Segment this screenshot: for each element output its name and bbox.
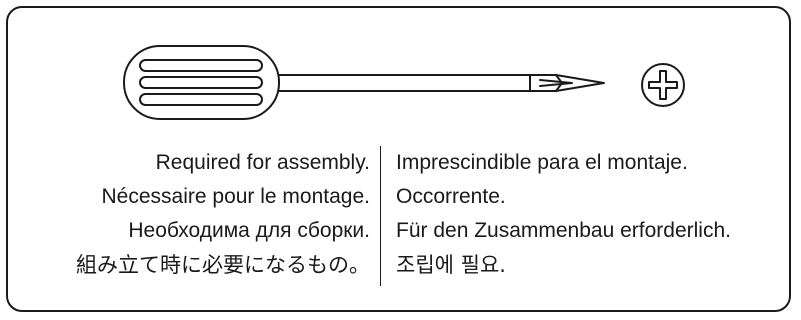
column-divider xyxy=(380,146,381,286)
notice-korean: 조립에 필요. xyxy=(396,253,506,277)
notice-french: Nécessaire pour le montage. xyxy=(101,185,370,208)
phillips-cross-symbol-icon xyxy=(641,63,685,107)
notice-right-column: Imprescindible para el montaje. Occorren… xyxy=(396,146,731,282)
phillips-screwdriver-icon xyxy=(123,45,605,120)
notice-japanese: 組み立て時に必要になるもの。 xyxy=(76,253,370,277)
notice-italian: Occorrente. xyxy=(396,185,506,208)
notice-russian: Необходима для сборки. xyxy=(128,219,370,242)
screwdriver-illustration xyxy=(123,45,685,120)
notice-german: Für den Zusammenbau erforderlich. xyxy=(396,219,731,242)
notice-english: Required for assembly. xyxy=(155,151,370,174)
notice-spanish: Imprescindible para el montaje. xyxy=(396,151,688,174)
notice-left-column: Required for assembly. Nécessaire pour l… xyxy=(76,146,370,282)
